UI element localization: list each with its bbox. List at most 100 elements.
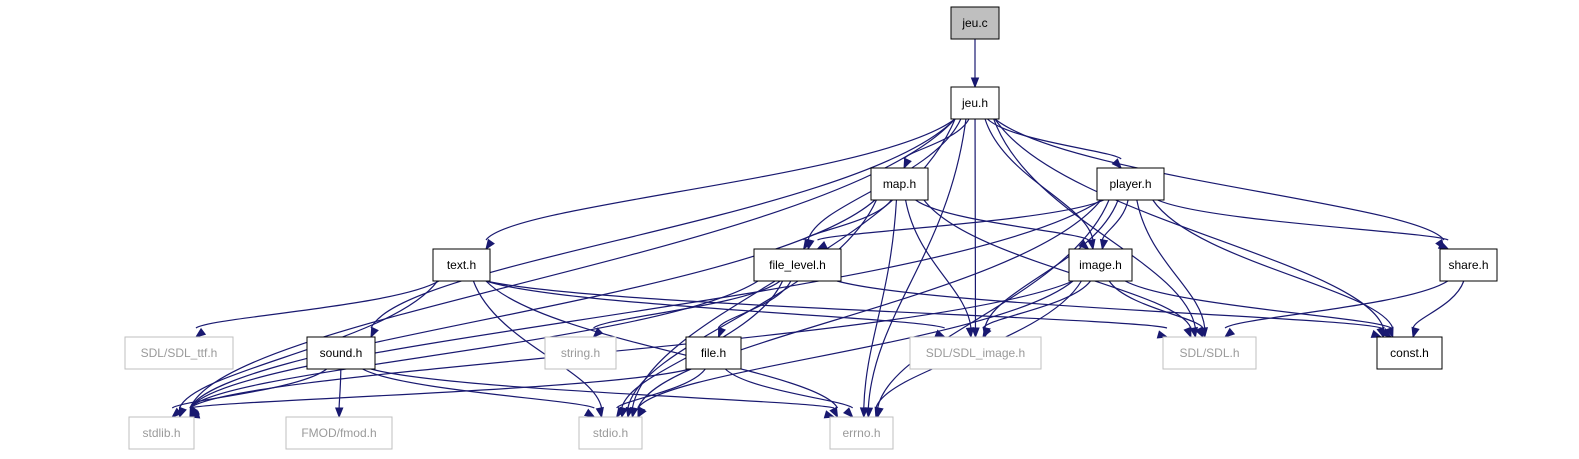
dependency-edge-map_h-to-sdl_sdl bbox=[923, 199, 1192, 339]
node-box bbox=[1162, 336, 1257, 370]
dependency-edge-jeu_h-to-share_h bbox=[994, 118, 1445, 251]
dependency-edge-sound_h-to-stdlib_h bbox=[171, 368, 328, 418]
node-label: jeu.h bbox=[961, 96, 988, 110]
edge-line bbox=[1224, 280, 1449, 329]
node-jeu-c[interactable]: jeu.c bbox=[950, 6, 1000, 40]
node-label: share.h bbox=[1448, 258, 1488, 272]
dependency-edge-jeu_h-to-sound_h bbox=[370, 118, 956, 339]
edge-arrowhead bbox=[1099, 238, 1109, 251]
edge-line bbox=[370, 118, 956, 329]
node-label: map.h bbox=[883, 177, 916, 191]
node-box bbox=[909, 336, 1042, 370]
edge-arrowhead bbox=[718, 326, 726, 339]
dependency-edge-jeu_h-to-const_h bbox=[994, 118, 1385, 339]
node-box bbox=[753, 248, 842, 282]
edge-line bbox=[637, 199, 1102, 409]
edge-arrowhead bbox=[965, 327, 975, 339]
dependency-edge-jeu_c-to-jeu_h bbox=[970, 38, 980, 89]
node-label: SDL/SDL.h bbox=[1179, 346, 1239, 360]
edge-line bbox=[485, 280, 839, 409]
edge-line bbox=[803, 199, 892, 241]
edge-arrowhead bbox=[843, 407, 854, 419]
edge-line bbox=[724, 368, 854, 409]
dependency-edge-text_h-to-sdl_sdl bbox=[485, 280, 1169, 339]
node-jeu-h[interactable]: jeu.h bbox=[950, 86, 1000, 120]
edge-line bbox=[189, 199, 1102, 409]
node-sound-h[interactable]: sound.h bbox=[306, 336, 376, 370]
edge-line bbox=[982, 280, 1091, 329]
dependency-edge-player_h-to-errno_h bbox=[875, 199, 1110, 419]
edge-arrowhead bbox=[1223, 327, 1236, 338]
node-errno-h[interactable]: errno.h bbox=[829, 416, 894, 450]
node-stdio-h[interactable]: stdio.h bbox=[578, 416, 643, 450]
dependency-edge-text_h-to-sdl_ttf bbox=[194, 280, 440, 338]
node-text-h[interactable]: text.h bbox=[432, 248, 491, 282]
node-box bbox=[870, 167, 929, 201]
dependency-edge-file_level_h-to-const_h bbox=[836, 280, 1383, 338]
node-string-h[interactable]: string.h bbox=[544, 336, 617, 370]
node-box bbox=[1439, 248, 1498, 282]
node-stdlib-h[interactable]: stdlib.h bbox=[128, 416, 195, 450]
edge-line bbox=[1101, 199, 1129, 241]
node-fmod-h[interactable]: FMOD/fmod.h bbox=[285, 416, 393, 450]
node-box bbox=[1068, 248, 1133, 282]
dependency-edge-player_h-to-file_level_h bbox=[816, 199, 1105, 250]
node-box bbox=[544, 336, 617, 370]
node-label: player.h bbox=[1109, 177, 1151, 191]
node-label: sound.h bbox=[320, 346, 363, 360]
node-share-h[interactable]: share.h bbox=[1439, 248, 1498, 282]
edge-line bbox=[987, 118, 1122, 160]
node-file-level-h[interactable]: file_level.h bbox=[753, 248, 842, 282]
edge-line bbox=[993, 118, 1197, 329]
dependency-edge-share_h-to-const_h bbox=[1411, 280, 1465, 339]
edge-arrowhead bbox=[637, 406, 647, 419]
edge-arrowhead bbox=[982, 326, 992, 339]
dependency-edge-sound_h-to-errno_h bbox=[370, 368, 836, 419]
node-file-h[interactable]: file.h bbox=[685, 336, 742, 370]
node-box bbox=[829, 416, 894, 450]
edge-line bbox=[485, 280, 1168, 329]
edge-line bbox=[1152, 199, 1394, 329]
dependency-edge-file_level_h-to-string_h bbox=[592, 280, 781, 338]
edge-line bbox=[171, 368, 328, 409]
node-sdl-ttf[interactable]: SDL/SDL_ttf.h bbox=[124, 336, 234, 370]
node-box bbox=[124, 336, 234, 370]
node-map-h[interactable]: map.h bbox=[870, 167, 929, 201]
edge-line bbox=[593, 280, 781, 329]
edge-line bbox=[836, 280, 1382, 329]
edge-arrowhead bbox=[816, 241, 828, 250]
edge-line bbox=[362, 368, 595, 409]
edge-line bbox=[717, 280, 792, 329]
edge-arrowhead bbox=[802, 238, 813, 251]
edge-line bbox=[178, 280, 438, 409]
node-sdl-image[interactable]: SDL/SDL_image.h bbox=[909, 336, 1042, 370]
edge-arrowhead bbox=[595, 406, 604, 419]
dependency-edge-map_h-to-stdio_h bbox=[625, 199, 877, 419]
edge-line bbox=[189, 199, 876, 409]
edge-arrowhead bbox=[583, 408, 596, 418]
edge-arrowhead bbox=[1370, 329, 1383, 338]
edge-line bbox=[994, 118, 1385, 329]
node-label: jeu.c bbox=[961, 16, 987, 30]
node-image-h[interactable]: image.h bbox=[1068, 248, 1133, 282]
node-box bbox=[685, 336, 742, 370]
dependency-edge-map_h-to-errno_h bbox=[859, 199, 898, 419]
edge-arrowhead bbox=[1189, 326, 1198, 339]
dependency-edge-player_h-to-image_h bbox=[1099, 199, 1129, 251]
dependency-edge-image_h-to-stdio_h bbox=[637, 280, 1074, 419]
dependency-edge-player_h-to-const_h bbox=[1152, 199, 1394, 339]
node-player-h[interactable]: player.h bbox=[1096, 167, 1165, 201]
node-const-h[interactable]: const.h bbox=[1376, 336, 1443, 370]
edge-line bbox=[485, 118, 956, 241]
dependency-edge-jeu_h-to-sdl_image bbox=[971, 118, 980, 339]
dependency-edge-text_h-to-errno_h bbox=[485, 280, 839, 419]
node-box bbox=[128, 416, 195, 450]
dependency-edge-file_h-to-stdio_h bbox=[615, 368, 706, 419]
node-sdl-sdl[interactable]: SDL/SDL.h bbox=[1162, 336, 1257, 370]
edge-line bbox=[984, 199, 1119, 329]
node-label: text.h bbox=[447, 258, 476, 272]
edge-arrowhead bbox=[1156, 330, 1169, 339]
dependency-edge-file_h-to-stdlib_h bbox=[188, 368, 691, 419]
edge-arrowhead bbox=[1380, 328, 1393, 338]
